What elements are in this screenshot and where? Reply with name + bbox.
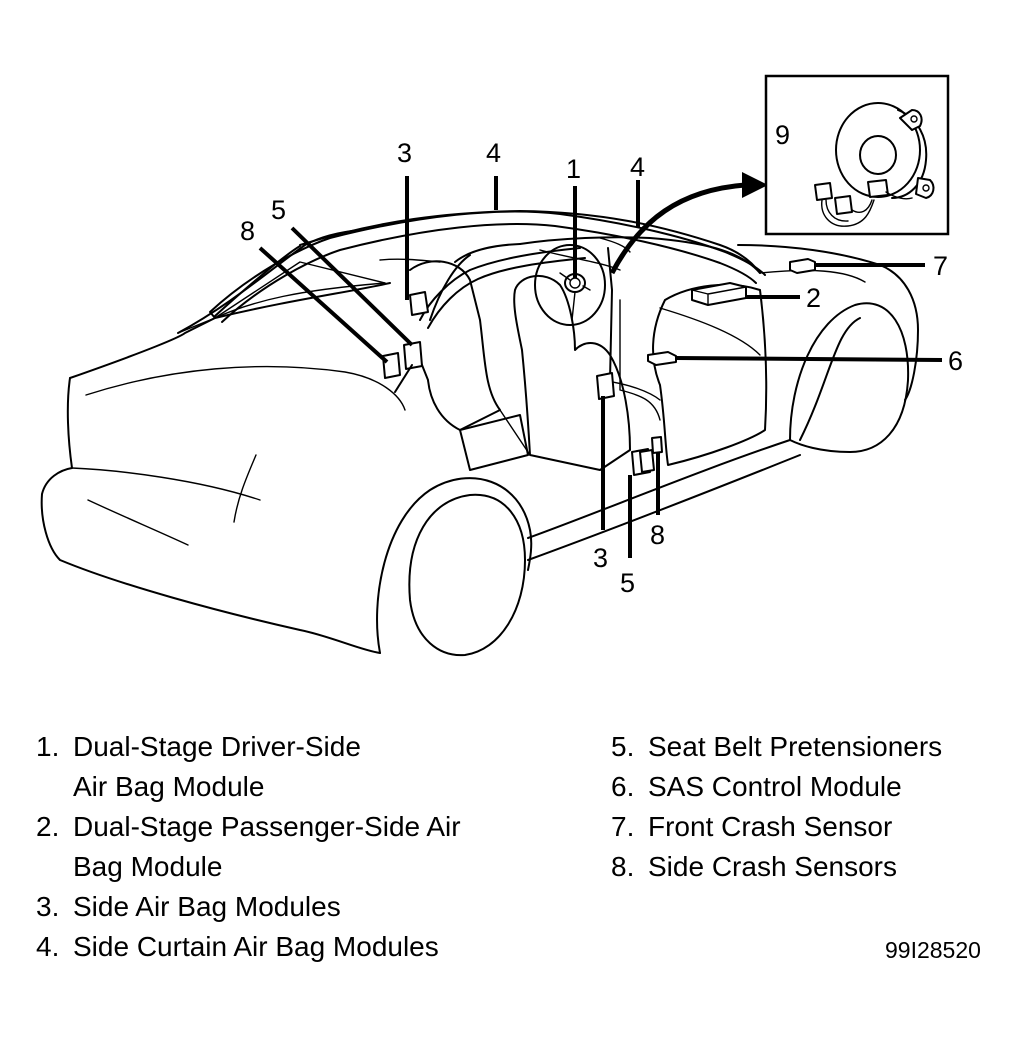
legend-item-6: 6. SAS Control Module: [611, 767, 1011, 807]
legend-num: 5.: [611, 731, 635, 762]
callout-8-top: 8: [240, 216, 255, 246]
airbag-system-diagram: 1 2 3 3 4 4 5 5 6 7 8 8 9: [40, 74, 963, 657]
legend-line: Front Crash Sensor: [648, 811, 893, 842]
legend-num: 8.: [611, 851, 635, 882]
callout-9: 9: [775, 120, 790, 150]
callout-6: 6: [948, 346, 963, 376]
legend-left-column: 1. Dual-Stage Driver-Side Air Bag Module…: [36, 727, 596, 967]
figure-reference-number: 99I28520: [885, 937, 981, 963]
legend-text: Dual-Stage Driver-Side Air Bag Module: [73, 727, 596, 807]
callout-3-top: 3: [397, 138, 412, 168]
inset-front-crash-sensor: [764, 74, 950, 236]
cabin-interior: [409, 236, 761, 471]
side-crash-sensor-rear: [382, 352, 401, 379]
legend-num: 4.: [36, 931, 60, 962]
legend-num: 3.: [36, 891, 60, 922]
legend-num: 7.: [611, 811, 635, 842]
legend-num: 6.: [611, 771, 635, 802]
components: [382, 258, 816, 476]
side-curtain-airbag-tube: [209, 210, 766, 329]
legend-right-column: 5. Seat Belt Pretensioners 6. SAS Contro…: [611, 727, 1011, 887]
callout-5-top: 5: [271, 195, 286, 225]
legend-line: Side Air Bag Modules: [73, 891, 341, 922]
callout-numbers: 1 2 3 3 4 4 5 5 6 7 8 8 9: [240, 120, 963, 598]
legend-line: Bag Module: [73, 851, 223, 882]
legend-item-2: 2. Dual-Stage Passenger-Side Air Bag Mod…: [36, 807, 596, 887]
callout-2: 2: [806, 283, 821, 313]
side-crash-sensor-front: [651, 436, 663, 454]
legend-item-1: 1. Dual-Stage Driver-Side Air Bag Module: [36, 727, 596, 807]
legend-item-5: 5. Seat Belt Pretensioners: [611, 727, 1011, 767]
callout-5-bottom: 5: [620, 568, 635, 598]
legend-num: 1.: [36, 731, 60, 762]
leader-lines: [258, 131, 943, 558]
sas-control-module: [647, 351, 677, 366]
legend-text: Dual-Stage Passenger-Side Air Bag Module: [73, 807, 596, 887]
side-airbag-module-front: [596, 372, 615, 400]
curved-arrow: [609, 172, 768, 275]
side-airbag-module-rear: [409, 291, 429, 316]
callout-3-bottom: 3: [593, 543, 608, 573]
legend-line: Side Curtain Air Bag Modules: [73, 931, 439, 962]
callout-8-bottom: 8: [650, 520, 665, 550]
front-crash-sensor: [789, 258, 816, 274]
legend-line: Dual-Stage Driver-Side: [73, 731, 361, 762]
seat-belt-pretensioner-rear: [403, 341, 423, 370]
legend-line: Dual-Stage Passenger-Side Air: [73, 811, 461, 842]
legend-line: Side Crash Sensors: [648, 851, 898, 882]
legend-line: SAS Control Module: [648, 771, 902, 802]
callout-7: 7: [933, 251, 948, 281]
callout-1: 1: [566, 154, 581, 184]
legend-item-3: 3. Side Air Bag Modules: [36, 887, 596, 927]
legend-item-7: 7. Front Crash Sensor: [611, 807, 1011, 847]
legend-line: Seat Belt Pretensioners: [648, 731, 943, 762]
legend-item-8: 8. Side Crash Sensors: [611, 847, 1011, 887]
legend-num: 2.: [36, 811, 60, 842]
callout-4-right: 4: [630, 152, 645, 182]
legend-line: Air Bag Module: [73, 771, 265, 802]
callout-4-left: 4: [486, 138, 501, 168]
legend-item-4: 4. Side Curtain Air Bag Modules: [36, 927, 596, 967]
